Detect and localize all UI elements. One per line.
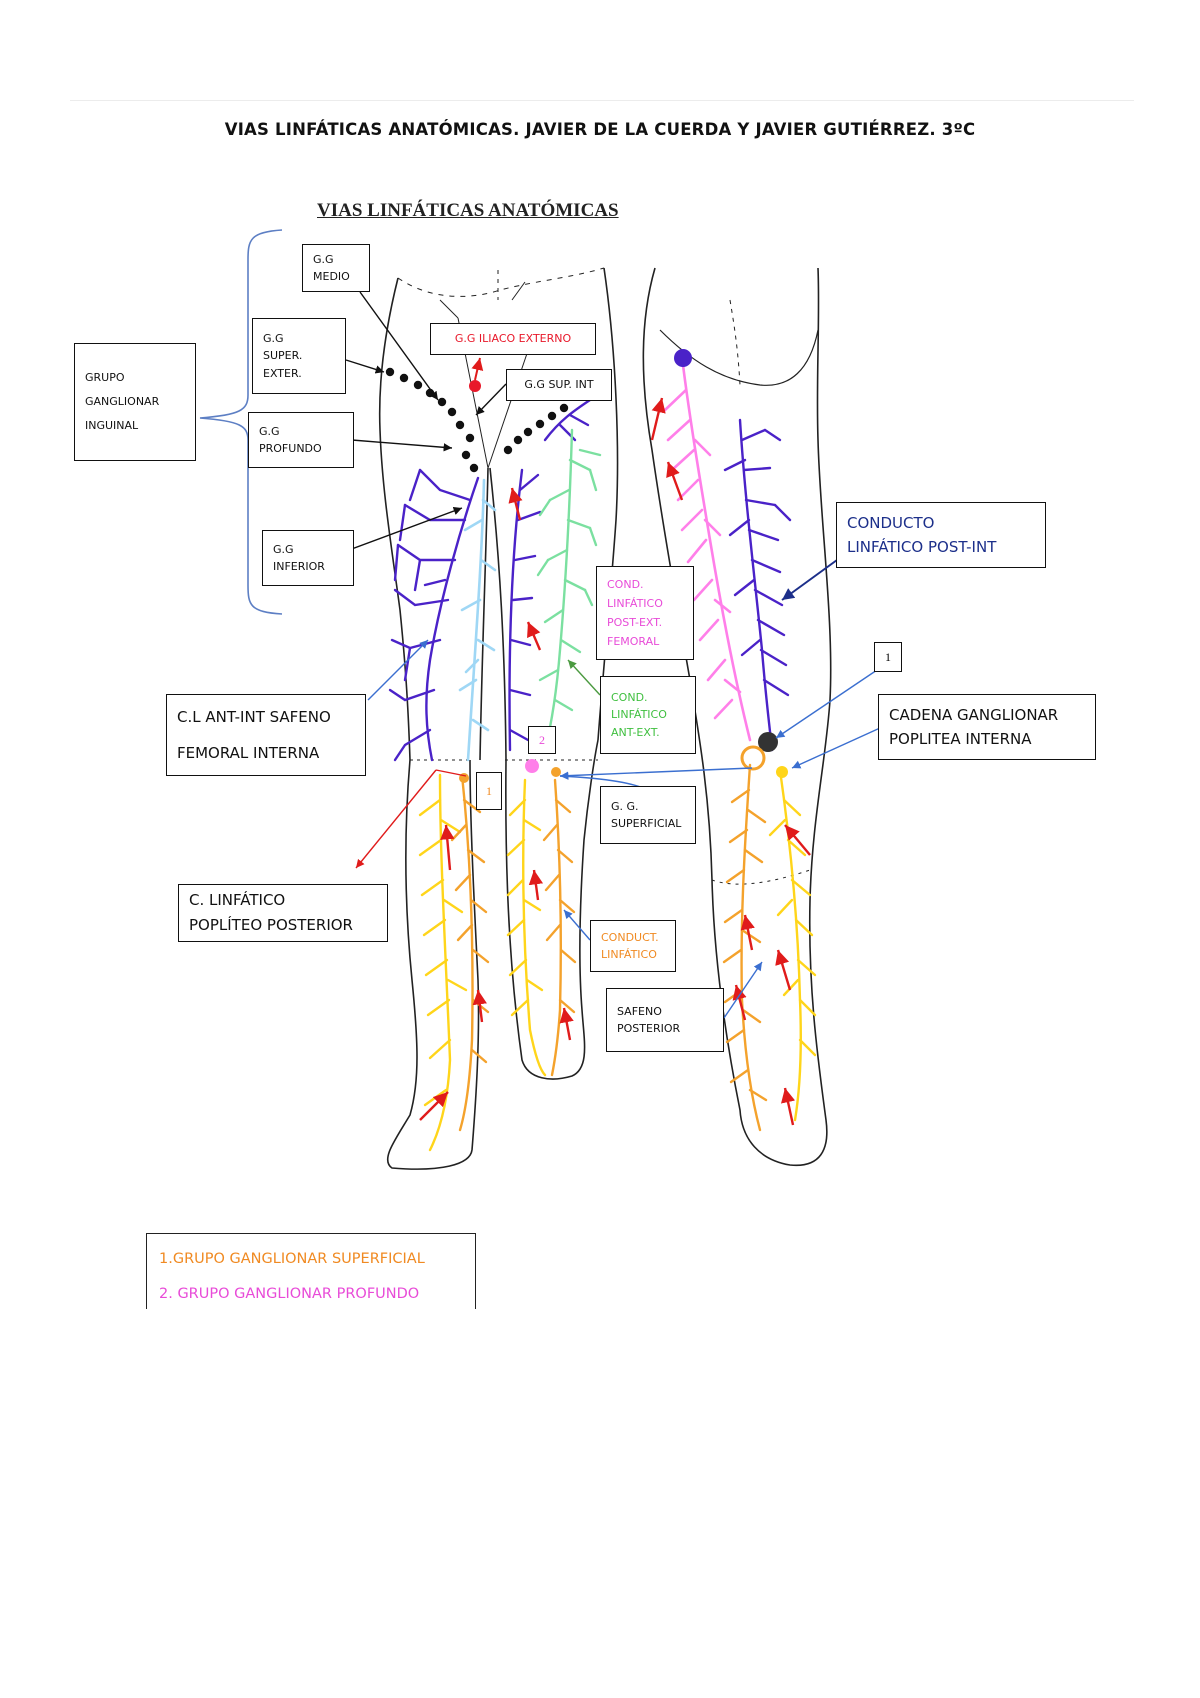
number-2-box: 2 [528,726,556,754]
number-1-box-right: 1 [874,642,902,672]
label-cond-post-ext-femoral: COND. LINFÁTICO POST-EXT. FEMORAL [596,566,694,660]
flow-arrows [419,397,811,1126]
label-gg-iliaco-externo: G.G ILIACO EXTERNO [430,323,596,355]
page-top-rule [70,100,1134,101]
lightblue-vessels-thigh [458,478,497,762]
label-popliteo-posterior: C. LINFÁTICO POPLÍTEO POSTERIOR [178,884,388,942]
green-vessels-ant-ext [536,428,602,752]
label-gg-medio: G.G MEDIO [302,244,370,292]
inguinal-brace [199,229,283,615]
diagram-title: VIAS LINFÁTICAS ANATÓMICAS [317,200,619,221]
pointer-lines [321,291,881,1019]
iliaco-externo-node [469,357,484,392]
label-grupo-ganglionar-inguinal: GRUPO GANGLIONAR INGUINAL [74,343,196,461]
label-gg-profundo: G.G PROFUNDO [248,412,354,468]
label-cadena-ganglionar-poplitea: CADENA GANGLIONAR POPLITEA INTERNA [878,694,1096,760]
label-gg-super-exter: G.G SUPER. EXTER. [252,318,346,394]
legend: 1.GRUPO GANGLIONAR SUPERFICIAL 2. GRUPO … [146,1233,476,1309]
purple-vessels-inner-thigh [508,398,592,752]
purple-vessels-post-int [723,418,792,752]
legend-item-superficial: 1.GRUPO GANGLIONAR SUPERFICIAL [159,1251,425,1267]
label-conduct-linfatico: CONDUCT. LINFÁTICO [590,920,676,972]
popliteal-nodes [459,732,788,783]
label-cl-ant-int-safeno: C.L ANT-INT SAFENO FEMORAL INTERNA [166,694,366,776]
yellow-vessels-lower-legs [418,768,817,1152]
number-1-box-left: 1 [476,772,502,810]
document-title: VIAS LINFÁTICAS ANATÓMICAS. JAVIER DE LA… [224,120,976,139]
legend-item-profundo: 2. GRUPO GANGLIONAR PROFUNDO [159,1285,420,1302]
label-gg-superficial: G. G. SUPERFICIAL [600,786,696,844]
label-cond-ant-ext: COND. LINFÁTICO ANT-EXT. [600,676,696,754]
label-gg-inferior: G.G INFERIOR [262,530,354,586]
label-gg-sup-int: G.G SUP. INT [506,369,612,401]
front-legs-outline [378,267,619,1170]
orange-vessels-lower-legs [450,763,768,1132]
label-safeno-posterior: SAFENO POSTERIOR [606,988,724,1052]
purple-vessels-left-thigh [388,468,480,762]
inguinal-nodes [385,367,569,473]
label-conducto-linfatico-post-int: CONDUCTO LINFÁTICO POST-INT [836,502,1046,568]
post-int-origin-node [674,349,692,367]
